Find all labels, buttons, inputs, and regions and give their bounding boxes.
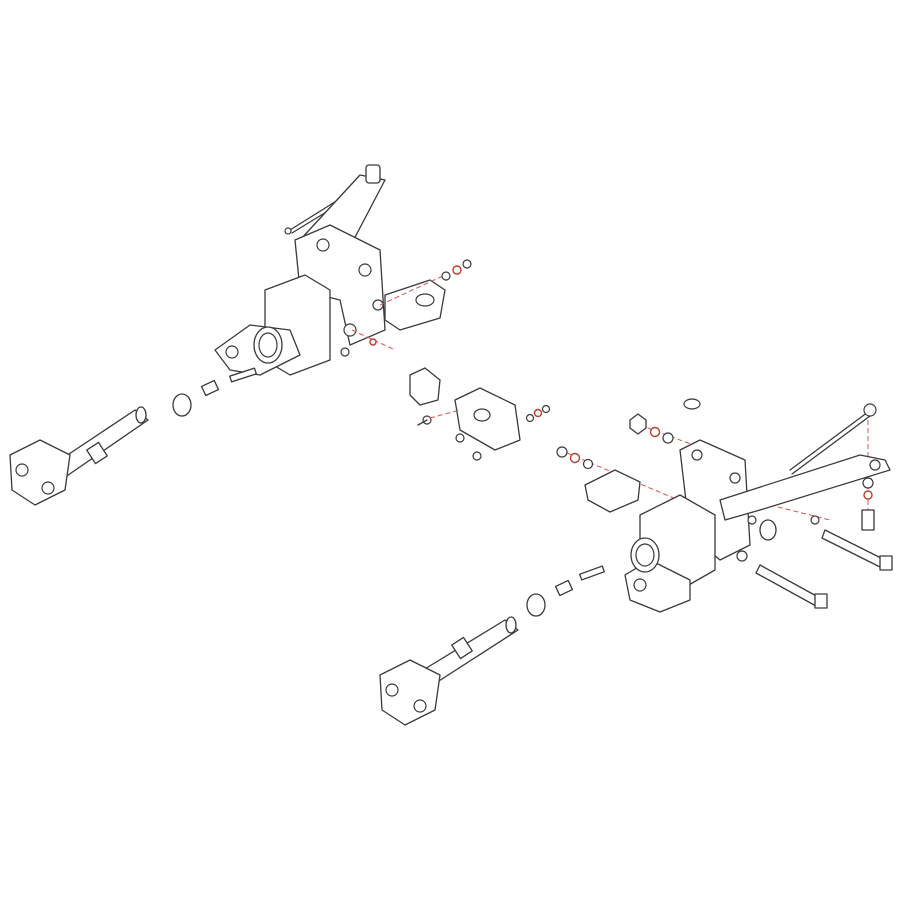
upper-spring [200, 379, 220, 397]
lower-safety-rod [789, 411, 869, 471]
upper-lock-washer [452, 265, 462, 275]
upper-washer [441, 271, 451, 281]
lower-tube-sleeve [451, 636, 473, 660]
lower-bracket-assembly [556, 398, 893, 613]
upper-tube-sleeve [86, 441, 108, 465]
upper-mounting-tab [384, 279, 446, 331]
middle-bolt-b [455, 433, 465, 443]
middle-bracket-parts [409, 367, 551, 461]
upper-nut-small [462, 259, 472, 269]
lower-lock-pin [579, 565, 605, 581]
upper-retaining-ring [172, 393, 192, 417]
upper-tow-bar-pin-set [9, 367, 257, 506]
lower-hex-nut [629, 413, 647, 435]
lower-mounting-tab [584, 469, 641, 513]
upper-nut [343, 323, 357, 337]
lower-spring [554, 579, 574, 597]
upper-arm-knob [365, 164, 381, 184]
lower-sleeve [759, 519, 777, 541]
upper-bracket-assembly [214, 164, 472, 376]
lower-long-bolt-a [821, 529, 886, 569]
lower-tow-bar-pin-set [379, 565, 605, 726]
upper-lock-pin [229, 367, 257, 383]
lower-long-bolt-b [755, 564, 821, 607]
lower-bolt-head-a [879, 555, 893, 571]
lower-short-bolt [861, 509, 875, 531]
lower-tow-arm [719, 454, 891, 521]
small-angle-bracket [409, 367, 441, 406]
lower-bolt-head-b [814, 593, 828, 609]
lower-retaining-ring [526, 593, 546, 617]
lower-spacer [683, 398, 701, 410]
upper-clevis [9, 439, 71, 506]
middle-bolt-c [472, 451, 482, 461]
